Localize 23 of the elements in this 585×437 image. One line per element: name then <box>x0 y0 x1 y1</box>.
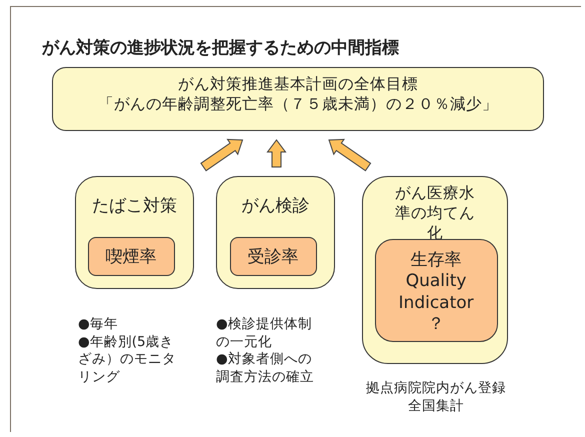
note-text: 拠点病院院内がん登録全国集計 <box>365 380 507 416</box>
indicator-box <box>374 238 498 342</box>
goal-text: 「がんの年齢調整死亡率（７５歳未満）の２０％減少」 <box>98 94 498 114</box>
indicator-box <box>230 236 317 276</box>
category-box <box>362 176 508 364</box>
title: がん対策の進捗状況を把握するための中間指標 <box>42 37 399 59</box>
category-box <box>74 176 194 289</box>
block-arrow <box>328 138 372 172</box>
category-box <box>216 176 335 289</box>
goal-heading: がん対策推進基本計画の全体目標 <box>178 74 418 94</box>
indicator-box <box>88 236 175 276</box>
bullet-item: ●年齢別(5歳きざみ）のモニタリング <box>78 334 177 386</box>
box-label: 喫煙率 <box>106 246 157 268</box>
box-label: がん検診 <box>241 194 310 217</box>
goal-box <box>52 66 544 131</box>
block-arrow <box>200 138 244 172</box>
box-label: たばこ対策 <box>92 194 177 217</box>
box-label: 生存率 Quality Indicator ？ <box>398 250 475 336</box>
bullet-item: ●毎年 <box>78 316 119 334</box>
block-arrow <box>266 139 286 168</box>
bullet-item: ●対象者側への調査方法の確立 <box>216 351 315 386</box>
box-label: 受診率 <box>248 246 299 268</box>
bullet-item: ●検診提供体制の一元化 <box>216 316 313 352</box>
